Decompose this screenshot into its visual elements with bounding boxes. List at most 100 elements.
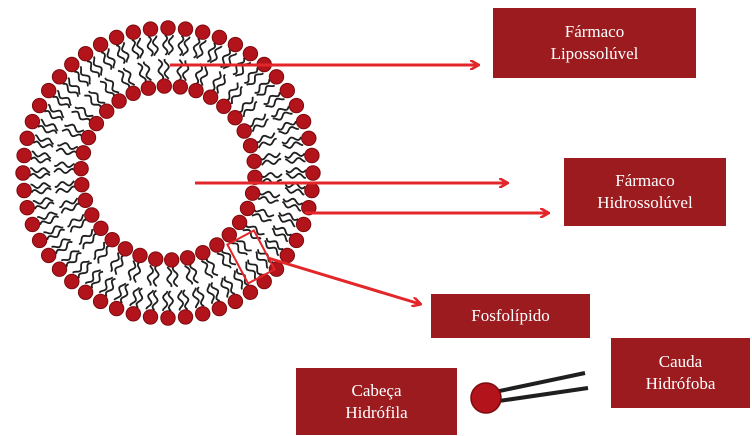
inner-tail bbox=[65, 125, 85, 132]
outer-head bbox=[243, 47, 257, 61]
outer-head bbox=[302, 131, 316, 145]
inner-tail bbox=[250, 114, 266, 127]
label-hidrossoluvel-line1: Fármaco bbox=[615, 170, 674, 192]
outer-tail bbox=[183, 290, 188, 310]
inner-tail bbox=[68, 214, 84, 227]
inner-head bbox=[240, 201, 254, 215]
outer-tail bbox=[47, 230, 64, 240]
outer-tail bbox=[30, 174, 50, 179]
inner-tail bbox=[61, 204, 79, 214]
inner-tail bbox=[173, 267, 178, 287]
outer-tail bbox=[194, 38, 200, 58]
inner-head bbox=[217, 99, 231, 113]
outer-head bbox=[109, 301, 123, 315]
inner-phospholipid-heads bbox=[74, 79, 262, 267]
outer-head bbox=[212, 30, 226, 44]
inner-head bbox=[141, 81, 155, 95]
inner-tail bbox=[56, 187, 75, 194]
inner-head bbox=[189, 83, 203, 97]
inner-head bbox=[85, 208, 99, 222]
outer-head bbox=[243, 285, 257, 299]
outer-head bbox=[306, 166, 320, 180]
inner-tail bbox=[62, 129, 82, 136]
inner-tail bbox=[254, 210, 274, 217]
outer-tail bbox=[178, 36, 183, 56]
inner-tail bbox=[217, 253, 231, 268]
inner-head bbox=[78, 193, 92, 207]
outer-head bbox=[228, 294, 242, 308]
outer-tail bbox=[163, 35, 168, 55]
outer-tail bbox=[169, 291, 174, 311]
label-cauda-hidrofoba: Cauda Hidrófoba bbox=[611, 338, 750, 408]
outer-head bbox=[126, 25, 140, 39]
label-lipossoluvel-line2: Lipossolúvel bbox=[551, 43, 639, 65]
label-fosfolipido-line1: Fosfolípido bbox=[471, 305, 549, 327]
inner-head bbox=[165, 253, 179, 267]
outer-tail bbox=[285, 153, 305, 158]
outer-tail bbox=[211, 282, 219, 301]
inner-head bbox=[247, 154, 261, 168]
outer-head bbox=[178, 22, 192, 36]
outer-head bbox=[296, 217, 310, 231]
inner-head bbox=[94, 221, 108, 235]
single-phospholipid bbox=[471, 373, 588, 413]
outer-head bbox=[93, 294, 107, 308]
inner-head bbox=[243, 139, 257, 153]
inner-head bbox=[173, 80, 187, 94]
outer-tail bbox=[225, 276, 235, 294]
outer-head bbox=[212, 301, 226, 315]
inner-tail bbox=[253, 119, 269, 132]
outer-tail bbox=[40, 216, 59, 224]
inner-tail bbox=[183, 60, 188, 80]
outer-tail bbox=[121, 284, 129, 303]
inner-head bbox=[89, 116, 103, 130]
outer-head bbox=[93, 37, 107, 51]
outer-tail bbox=[271, 106, 289, 116]
inner-head bbox=[245, 186, 259, 200]
inner-tail bbox=[55, 181, 75, 187]
inner-head bbox=[196, 246, 210, 260]
inner-head bbox=[203, 90, 217, 104]
inner-tail bbox=[54, 169, 74, 174]
label-cauda-line1: Cauda bbox=[659, 351, 702, 373]
outer-tail bbox=[168, 35, 173, 55]
outer-head bbox=[20, 131, 34, 145]
outer-tail bbox=[38, 126, 57, 134]
outer-tail bbox=[286, 168, 306, 173]
inner-tail bbox=[138, 63, 146, 82]
outer-tail bbox=[153, 290, 158, 310]
inner-tail bbox=[177, 60, 182, 80]
outer-tail bbox=[101, 52, 111, 69]
outer-head bbox=[305, 148, 319, 162]
label-cabeca-line1: Cabeça bbox=[351, 380, 401, 402]
outer-head bbox=[143, 310, 157, 324]
inner-head bbox=[126, 86, 140, 100]
inner-tail bbox=[262, 159, 282, 165]
outer-head bbox=[196, 307, 210, 321]
inner-tail bbox=[167, 267, 171, 287]
outer-tail bbox=[286, 173, 306, 178]
outer-head bbox=[269, 70, 283, 84]
inner-head bbox=[232, 215, 246, 229]
label-cauda-line2: Hidrófoba bbox=[646, 373, 716, 395]
inner-tail bbox=[54, 162, 74, 167]
inner-head bbox=[133, 248, 147, 262]
outer-tail bbox=[31, 188, 51, 193]
outer-head bbox=[280, 248, 294, 262]
outer-head bbox=[161, 21, 175, 35]
inner-tail bbox=[252, 214, 272, 221]
outer-head bbox=[52, 262, 66, 276]
outer-head bbox=[78, 47, 92, 61]
arrow-fosfolipido bbox=[268, 258, 420, 304]
outer-head bbox=[32, 98, 46, 112]
outer-tail bbox=[283, 199, 303, 205]
outer-head bbox=[178, 310, 192, 324]
inner-head bbox=[76, 146, 90, 160]
outer-head bbox=[296, 114, 310, 128]
outer-head bbox=[196, 25, 210, 39]
inner-tail bbox=[207, 259, 218, 276]
inner-tail bbox=[154, 266, 159, 286]
outer-tail bbox=[207, 43, 215, 62]
outer-head bbox=[289, 98, 303, 112]
outer-tail bbox=[31, 158, 51, 163]
